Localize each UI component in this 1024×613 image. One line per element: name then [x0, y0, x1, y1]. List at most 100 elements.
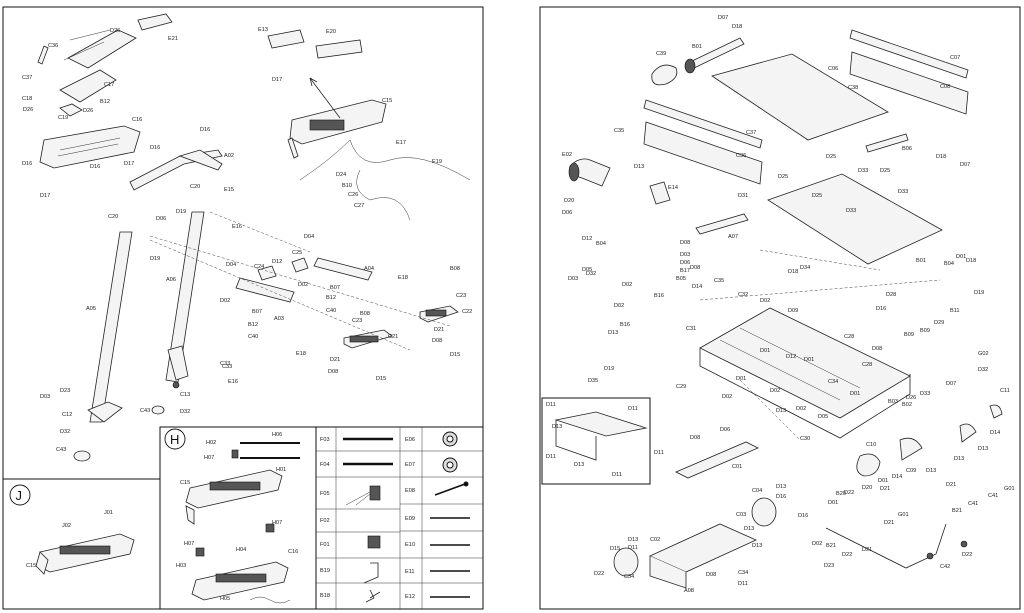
j-panel-letter: J — [16, 488, 23, 503]
callout: C26 — [348, 192, 358, 198]
callout: E02 — [562, 152, 572, 158]
callout: D21 — [434, 327, 444, 333]
j-panel-badge — [9, 484, 31, 506]
h-callouts: H06 H02 H07 H01 C15 H07 H03 H04 H07 C16 … — [176, 432, 298, 602]
callout: C23 — [456, 293, 466, 299]
callout: D11 — [546, 454, 556, 460]
callout: C07 — [950, 55, 960, 61]
callout: B11 — [950, 308, 960, 314]
callout: B12 — [248, 322, 258, 328]
callout: B19 — [320, 568, 330, 574]
callout: C21 — [388, 334, 398, 340]
callout: D01 — [878, 478, 888, 484]
callout: H02 — [206, 440, 216, 446]
callout: E08 — [405, 488, 415, 494]
callout: D02 — [796, 406, 806, 412]
callout: B09 — [920, 328, 930, 334]
callout: D16 — [200, 127, 210, 133]
callout: D28 — [886, 292, 896, 298]
callout: D14 — [892, 474, 902, 480]
callout: C20 — [108, 214, 118, 220]
callout: C36 — [736, 153, 746, 159]
callout: D23 — [824, 563, 834, 569]
callout: D15 — [450, 352, 460, 358]
callout: D22 — [844, 490, 854, 496]
callout: D03 — [680, 252, 690, 258]
callout: D17 — [272, 77, 282, 83]
callout: D18 — [936, 154, 946, 160]
callout: C34 — [738, 570, 748, 576]
callout: D08 — [680, 240, 690, 246]
callout: H07 — [204, 455, 214, 461]
callout: C35 — [714, 278, 724, 284]
right-sheet: D07 D18 B01 C39 C06 C07 C08 C38 C35 C37 … — [539, 6, 1021, 610]
callout: E14 — [668, 185, 678, 191]
callout: E19 — [432, 159, 442, 165]
callout: C34 — [828, 379, 838, 385]
callout: D13 — [978, 446, 988, 452]
callout: H07 — [272, 520, 282, 526]
callout: D13 — [552, 424, 562, 430]
callout: H05 — [220, 596, 230, 602]
callout: B12 — [326, 295, 336, 301]
callout: D31 — [738, 193, 748, 199]
callout: C35 — [614, 128, 624, 134]
callout: D14 — [990, 430, 1000, 436]
callout: G01 — [1004, 486, 1015, 492]
callout: D32 — [978, 367, 988, 373]
callout: C28 — [844, 334, 854, 340]
callout: D25 — [778, 174, 788, 180]
callout: B16 — [620, 322, 630, 328]
callout: B08 — [360, 311, 370, 317]
callout: D13 — [752, 543, 762, 549]
callout: C29 — [676, 384, 686, 390]
callout: D18 — [966, 258, 976, 264]
callout: D22 — [594, 571, 604, 577]
callout: A06 — [166, 277, 176, 283]
callout: D08 — [328, 369, 338, 375]
callout: D25 — [880, 168, 890, 174]
callout: D33 — [920, 391, 930, 397]
callout: E20 — [326, 29, 336, 35]
callout: B03 — [888, 399, 898, 405]
callout: E06 — [405, 437, 415, 443]
callout: B18 — [320, 593, 330, 599]
callout: C23 — [352, 318, 362, 324]
callout: F03 — [320, 437, 330, 443]
callout: D03 — [40, 394, 50, 400]
callout: D02 — [760, 298, 770, 304]
callout: D01 — [760, 348, 770, 354]
callout: D01 — [804, 357, 814, 363]
callout: D19 — [604, 366, 614, 372]
callout: D13 — [926, 468, 936, 474]
callout: D08 — [690, 265, 700, 271]
callout: E16 — [228, 379, 238, 385]
callout: B05 — [676, 276, 686, 282]
callout: D08 — [690, 435, 700, 441]
callout: C30 — [800, 436, 810, 442]
table-callouts: F03 F04 F05 F02 F01 B19 B18 E06 E07 E08 … — [320, 437, 415, 600]
callout: C15 — [180, 480, 190, 486]
callout: E18 — [398, 275, 408, 281]
callout: F05 — [320, 491, 330, 497]
callout: D24 — [336, 172, 346, 178]
callout: D02 — [770, 388, 780, 394]
callout: D13 — [574, 462, 584, 468]
callout: D12 — [582, 236, 592, 242]
callout: E09 — [405, 516, 415, 522]
callout: D17 — [40, 193, 50, 199]
right-sheet-frame — [539, 6, 1021, 610]
callout: C25 — [292, 250, 302, 256]
callout: D01 — [828, 500, 838, 506]
callout: A04 — [364, 266, 374, 272]
callout: E17 — [396, 140, 406, 146]
callout: B01 — [916, 258, 926, 264]
callout: D02 — [298, 282, 308, 288]
callout: D01 — [850, 391, 860, 397]
callout: C03 — [736, 512, 746, 518]
callout: D26 — [110, 28, 120, 34]
callout: C27 — [354, 203, 364, 209]
j-panel-console — [35, 533, 135, 575]
callout: D06 — [562, 210, 572, 216]
